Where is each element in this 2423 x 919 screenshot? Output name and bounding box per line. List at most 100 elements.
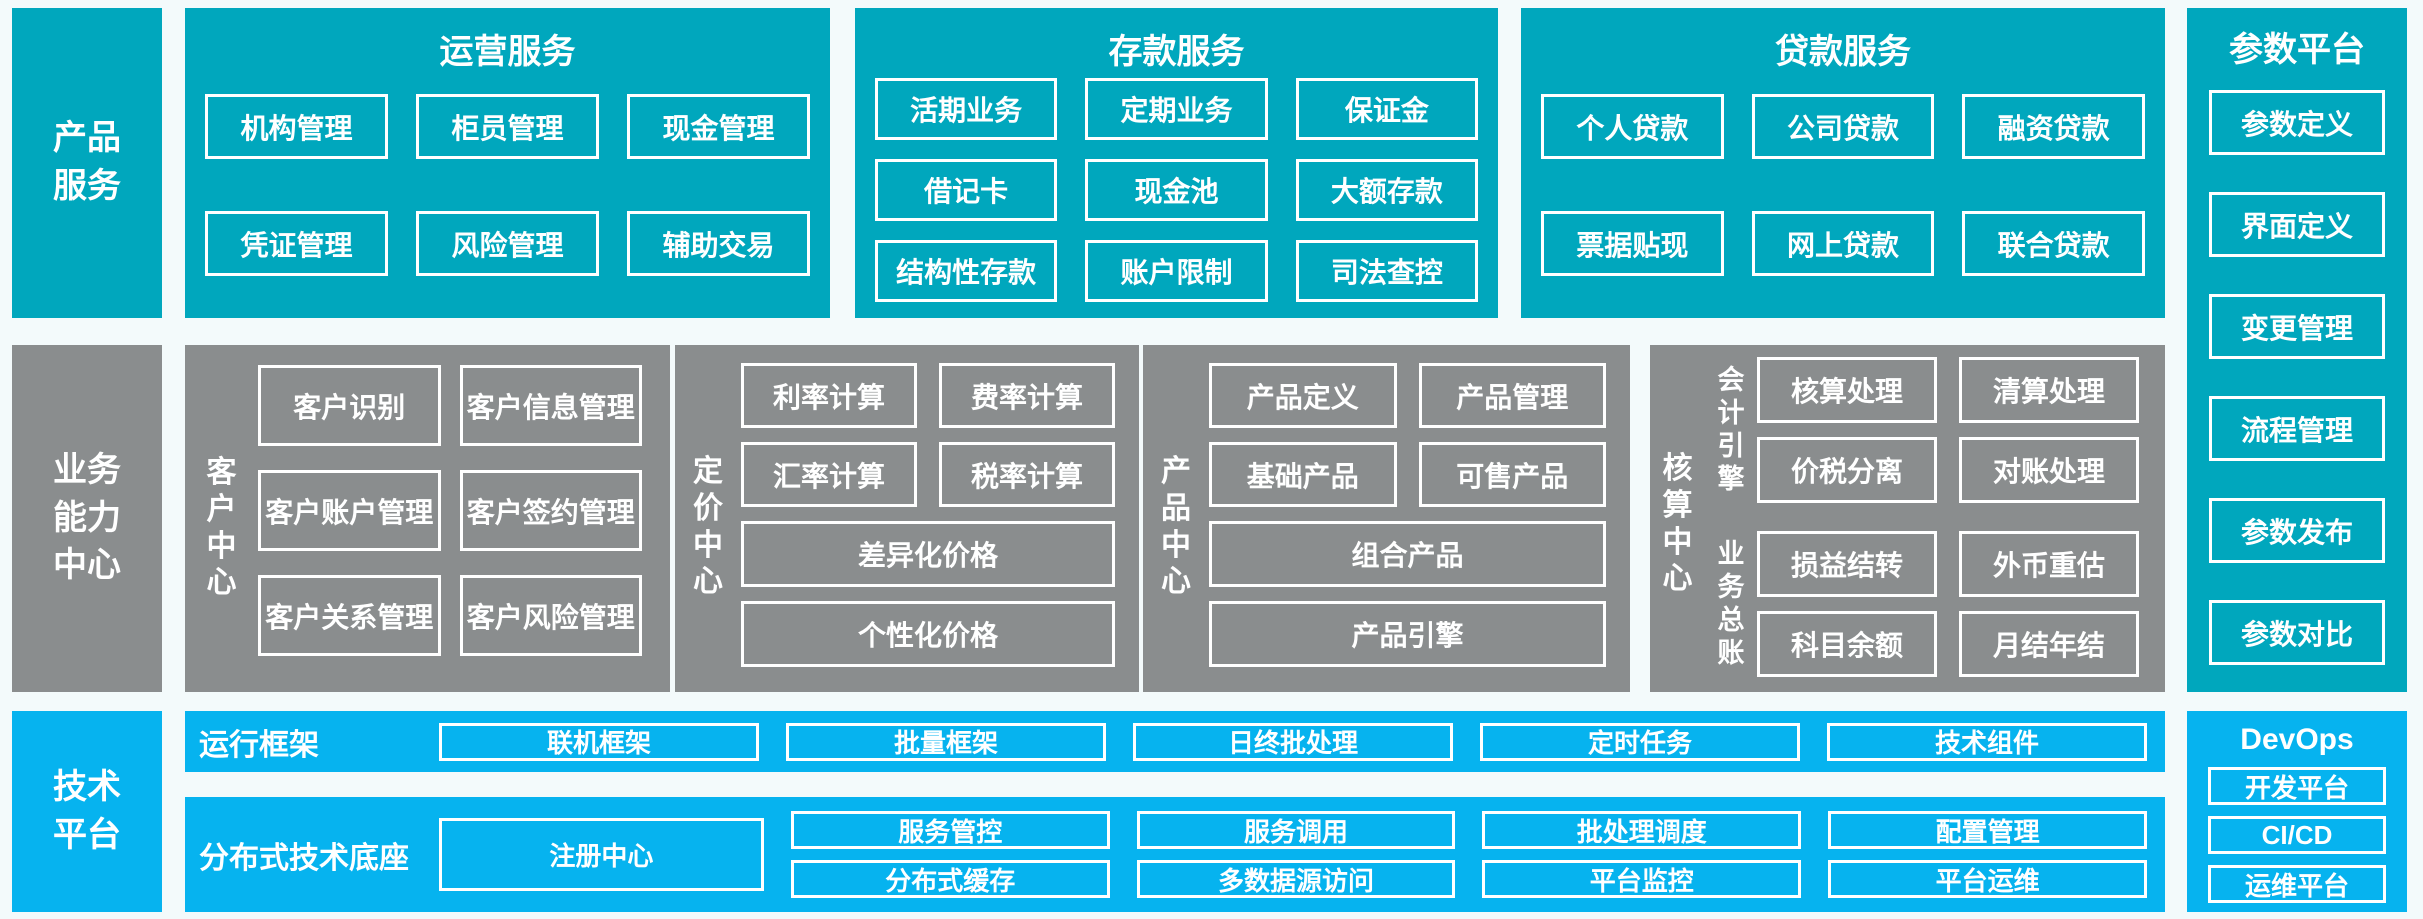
- module-row: 凭证管理 风险管理 辅助交易: [205, 211, 810, 276]
- group-label: 业务总账: [1717, 539, 1745, 668]
- module-stack: 配置管理 平台运维: [1828, 811, 2147, 898]
- module-box: 税率计算: [939, 442, 1115, 507]
- module-row: 汇率计算 税率计算: [741, 442, 1115, 507]
- center-label-column: 客户中心: [185, 365, 258, 692]
- module-box: 联机框架: [439, 722, 759, 761]
- module-box: 活期业务: [875, 78, 1058, 140]
- module-box: 月结年结: [1959, 611, 2139, 677]
- module-box: 客户信息管理: [459, 365, 642, 446]
- module-row: 损益结转 外币重估: [1757, 531, 2139, 597]
- module-box: 柜员管理: [416, 94, 599, 159]
- module-stack: 服务调用 多数据源访问: [1136, 811, 1456, 898]
- module-row: 票据贴现 网上贷款 联合贷款: [1541, 211, 2146, 276]
- center-label: 客户中心: [206, 456, 237, 600]
- module-row: 产品定义 产品管理: [1209, 363, 1606, 428]
- module-box: 外币重估: [1959, 531, 2139, 597]
- module-box: 网上贷款: [1751, 211, 1935, 276]
- module-grid: 损益结转 外币重估 科目余额 月结年结: [1757, 531, 2139, 677]
- module-row: 科目余额 月结年结: [1757, 611, 2139, 677]
- center-label-column: 产品中心: [1143, 363, 1209, 692]
- group-label: 会计引擎: [1717, 365, 1745, 494]
- module-box: 清算处理: [1959, 357, 2139, 423]
- module-row: 利率计算 费率计算: [741, 363, 1115, 428]
- module-box: 联合贷款: [1962, 211, 2146, 276]
- sidebar-technology-platform: 技术平台: [12, 711, 162, 912]
- module-box: 可售产品: [1418, 442, 1606, 507]
- sidebar-business-capability-center: 业务能力中心: [12, 345, 162, 692]
- module-box: 汇率计算: [741, 442, 917, 507]
- center-product: 产品中心 产品定义 产品管理 基础产品 可售产品 组合产品 产品引擎: [1143, 345, 1630, 692]
- module-box: 服务调用: [1136, 811, 1456, 849]
- module-row: 核算处理 清算处理: [1757, 357, 2139, 423]
- module-box: 注册中心: [439, 818, 764, 891]
- sidebar-label: 产品服务: [52, 119, 121, 205]
- module-row: 客户账户管理 客户签约管理: [258, 470, 642, 551]
- module-box: 技术组件: [1827, 722, 2147, 761]
- module-grid: 个人贷款 公司贷款 融资贷款 票据贴现 网上贷款 联合贷款: [1521, 68, 2165, 276]
- center-label: 定价中心: [693, 455, 723, 599]
- module-box: 风险管理: [416, 211, 599, 276]
- module-box: 参数定义: [2209, 90, 2385, 155]
- module-box: 产品定义: [1209, 363, 1397, 428]
- module-row: 注册中心 服务管控 分布式缓存 服务调用 多数据源访问 批处理调度 平台监控 配…: [439, 811, 2147, 898]
- module-list: 参数定义 界面定义 变更管理 流程管理 参数发布 参数对比: [2209, 90, 2385, 665]
- module-box: 分布式缓存: [790, 860, 1110, 898]
- module-box: 平台监控: [1482, 860, 1802, 898]
- center-label-column: 定价中心: [675, 363, 741, 692]
- module-box: 定时任务: [1480, 722, 1800, 761]
- module-row: 客户关系管理 客户风险管理: [258, 575, 642, 656]
- module-box: 多数据源访问: [1136, 860, 1456, 898]
- panel-devops: DevOps 开发平台 CI/CD 运维平台: [2187, 711, 2407, 912]
- module-box: 开发平台: [2208, 767, 2386, 805]
- module-box: 辅助交易: [627, 211, 810, 276]
- module-stack: 批处理调度 平台监控: [1482, 811, 1802, 898]
- module-box: 产品引擎: [1209, 601, 1606, 667]
- module-box: 个性化价格: [741, 601, 1115, 667]
- sidebar-label: 业务能力中心: [52, 451, 121, 585]
- module-box: 价税分离: [1757, 437, 1937, 503]
- module-box: 参数对比: [2209, 600, 2385, 665]
- module-box: 对账处理: [1959, 437, 2139, 503]
- module-box: 基础产品: [1209, 442, 1397, 507]
- center-pricing: 定价中心 利率计算 费率计算 汇率计算 税率计算 差异化价格 个性化价格: [675, 345, 1139, 692]
- module-box: 结构性存款: [875, 240, 1058, 302]
- module-box: 批量框架: [786, 722, 1106, 761]
- module-box: 变更管理: [2209, 294, 2385, 359]
- sidebar-label: 技术平台: [52, 767, 121, 854]
- accounting-group-engine: 会计引擎 核算处理 清算处理 价税分离 对账处理: [1705, 357, 2139, 503]
- group-label-column: 会计引擎: [1705, 357, 1757, 503]
- module-box: CI/CD: [2208, 816, 2386, 854]
- module-row: 结构性存款 账户限制 司法查控: [875, 240, 1478, 302]
- center-label: 核算中心: [1662, 452, 1693, 596]
- center-customer: 客户中心 客户识别 客户信息管理 客户账户管理 客户签约管理 客户关系管理 客户…: [185, 345, 670, 692]
- module-box: 机构管理: [205, 94, 388, 159]
- module-box: 融资贷款: [1962, 94, 2146, 159]
- section-deposit-services: 存款服务 活期业务 定期业务 保证金 借记卡 现金池 大额存款 结构性存款 账户…: [855, 8, 1498, 318]
- module-box: 现金池: [1085, 159, 1268, 221]
- module-box: 参数发布: [2209, 498, 2385, 563]
- module-box: 组合产品: [1209, 521, 1606, 587]
- module-box: 保证金: [1295, 78, 1478, 140]
- band-runtime-framework: 运行框架 联机框架 批量框架 日终批处理 定时任务 技术组件: [185, 711, 2165, 772]
- section-title: 贷款服务: [1775, 33, 1911, 71]
- center-label: 产品中心: [1161, 455, 1191, 599]
- module-box: 账户限制: [1085, 240, 1268, 302]
- module-box: 流程管理: [2209, 396, 2385, 461]
- module-box: 利率计算: [741, 363, 917, 428]
- center-accounting: 核算中心 会计引擎 核算处理 清算处理 价税分离 对账处理: [1650, 345, 2165, 692]
- module-box: 公司贷款: [1751, 94, 1935, 159]
- module-box: 核算处理: [1757, 357, 1937, 423]
- module-box: 客户风险管理: [459, 575, 642, 656]
- module-box: 大额存款: [1295, 159, 1478, 221]
- module-box: 配置管理: [1828, 811, 2147, 849]
- module-box: 平台运维: [1828, 860, 2147, 898]
- section-title: 存款服务: [1108, 33, 1245, 71]
- module-grid: 机构管理 柜员管理 现金管理 凭证管理 风险管理 辅助交易: [185, 68, 830, 276]
- module-box: 凭证管理: [205, 211, 388, 276]
- band-distributed-base: 分布式技术底座 注册中心 服务管控 分布式缓存 服务调用 多数据源访问 批处理调…: [185, 797, 2165, 912]
- module-row: 价税分离 对账处理: [1757, 437, 2139, 503]
- module-box: 借记卡: [875, 159, 1058, 221]
- sidebar-product-services: 产品服务: [12, 8, 162, 318]
- module-box: 服务管控: [790, 811, 1110, 849]
